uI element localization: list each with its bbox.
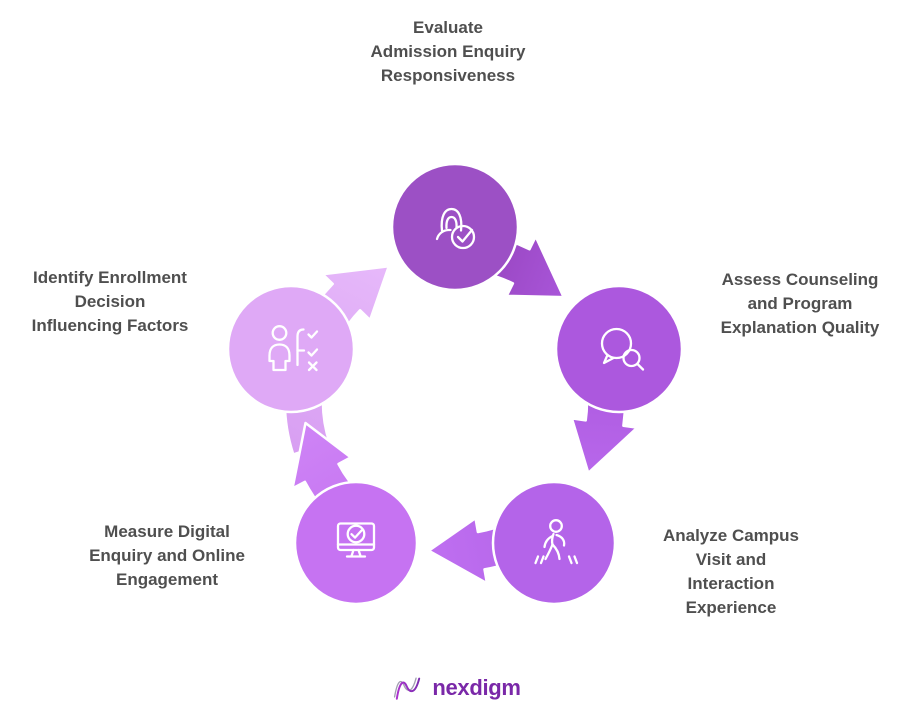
brand-n-icon <box>394 677 421 700</box>
step-label-measure-digital-engagement: Measure Digital Enquiry and Online Engag… <box>89 522 245 589</box>
walking-person-icon <box>534 519 579 565</box>
step-node-measure-digital-engagement <box>293 480 419 606</box>
brand-logo: nexdigm <box>0 668 912 708</box>
step-node-analyze-campus-visit <box>491 480 617 606</box>
step-circle-1 <box>554 284 684 414</box>
person-check-icon <box>435 207 476 250</box>
monitor-check-icon <box>336 522 376 558</box>
chat-search-icon <box>600 327 645 371</box>
step-node-evaluate-admission-enquiry <box>390 162 520 292</box>
step-label-evaluate-admission-enquiry: Evaluate Admission Enquiry Responsivenes… <box>370 18 526 85</box>
person-criteria-icon <box>268 325 319 372</box>
step-circle-2 <box>491 480 617 606</box>
step-label-analyze-campus-visit: Analyze Campus Visit and Interaction Exp… <box>662 526 800 617</box>
brand-wordmark: nexdigm <box>432 675 521 700</box>
step-circle-0 <box>390 162 520 292</box>
step-label-assess-counseling-quality: Assess Counseling and Program Explanatio… <box>720 270 880 337</box>
step-label-identify-enrollment-factors: Identify Enrollment Decision Influencing… <box>31 268 189 335</box>
step-node-identify-enrollment-factors <box>226 284 356 414</box>
step-node-assess-counseling-quality <box>554 284 684 414</box>
step-circle-4 <box>226 284 356 414</box>
